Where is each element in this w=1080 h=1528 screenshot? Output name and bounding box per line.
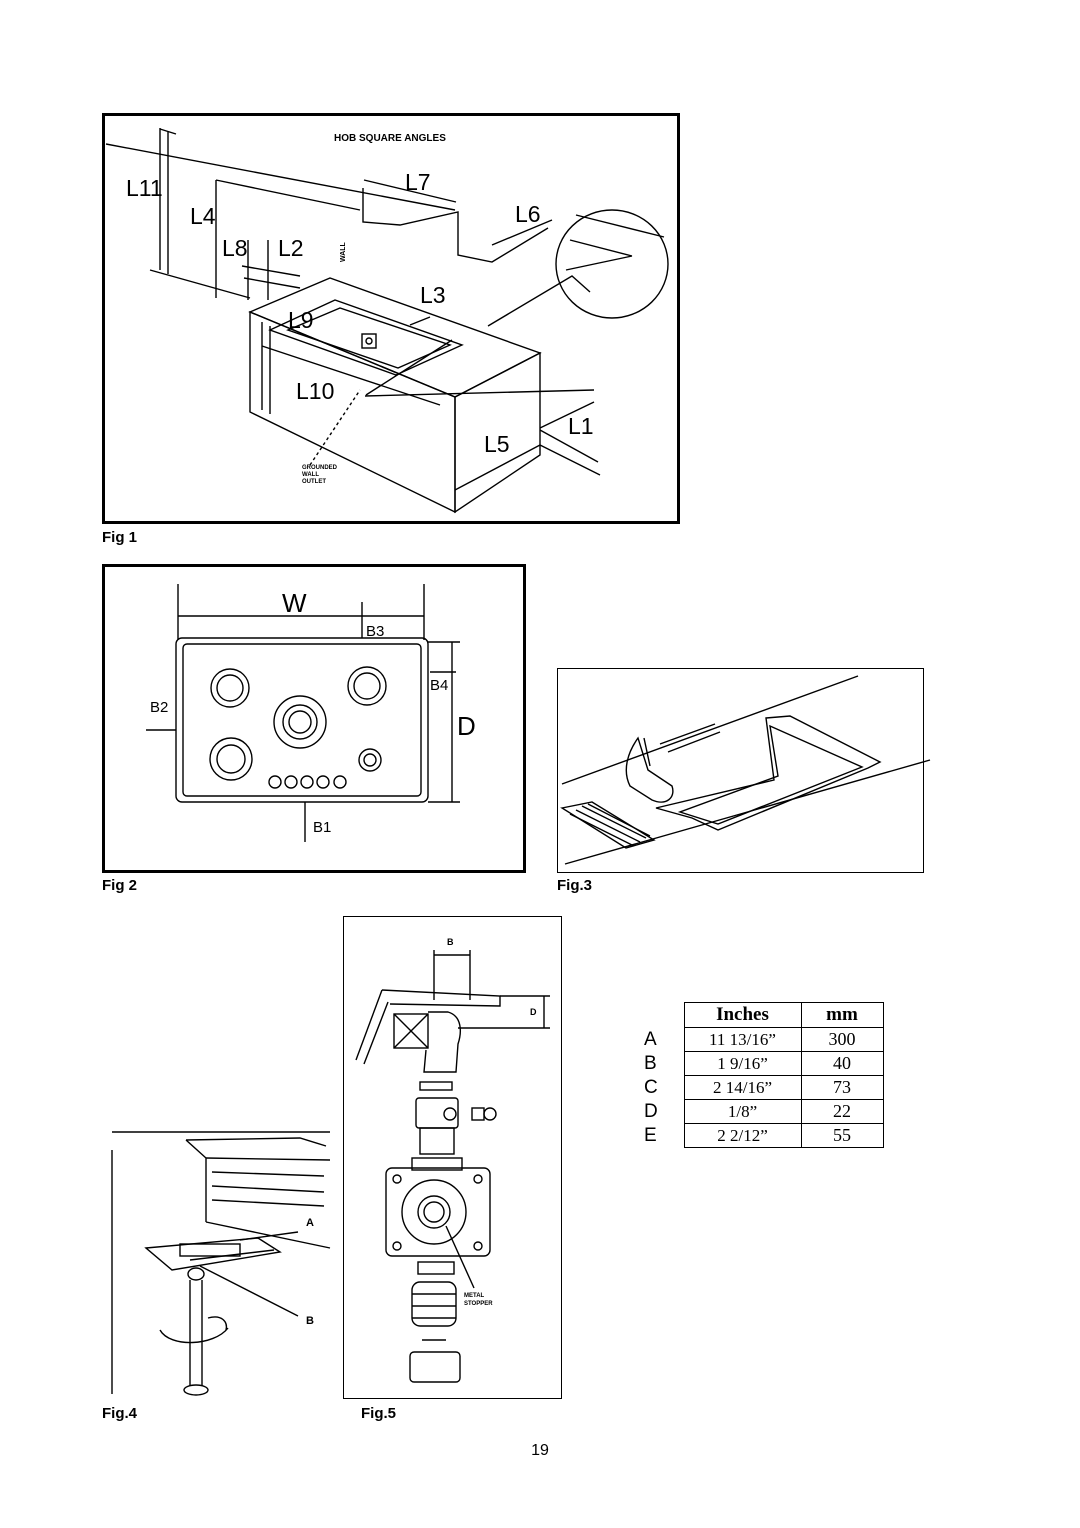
row-inches: 1 9/16” bbox=[683, 1051, 802, 1076]
table-row: B 1 9/16” 40 bbox=[638, 1051, 884, 1076]
table-row: E 2 2/12” 55 bbox=[638, 1123, 884, 1148]
fig4-caption: Fig.4 bbox=[102, 1405, 138, 1422]
fig4-label-a: A bbox=[306, 1217, 314, 1229]
row-key: B bbox=[644, 1052, 657, 1074]
table-header-row: Inches mm bbox=[638, 1002, 884, 1028]
row-inches: 1/8” bbox=[683, 1099, 802, 1124]
row-key: A bbox=[644, 1028, 657, 1050]
row-mm: 73 bbox=[800, 1075, 884, 1100]
fig5-caption: Fig.5 bbox=[361, 1405, 397, 1422]
fig1-frame bbox=[102, 113, 680, 524]
fig4-label-b: B bbox=[306, 1315, 314, 1327]
fig2-frame bbox=[102, 564, 526, 873]
row-inches: 2 14/16” bbox=[683, 1075, 802, 1100]
row-mm: 55 bbox=[800, 1123, 884, 1148]
table-header-blank bbox=[638, 1003, 684, 1028]
row-mm: 300 bbox=[800, 1027, 884, 1052]
row-key: D bbox=[644, 1100, 658, 1122]
page-number: 19 bbox=[531, 1442, 549, 1459]
fig3-caption: Fig.3 bbox=[557, 877, 593, 894]
fig1-caption: Fig 1 bbox=[102, 529, 138, 546]
row-key: E bbox=[644, 1124, 657, 1146]
fig2-caption: Fig 2 bbox=[102, 877, 138, 894]
table-row: A 11 13/16” 300 bbox=[638, 1027, 884, 1052]
row-mm: 40 bbox=[800, 1051, 884, 1076]
fig5-frame bbox=[343, 916, 562, 1399]
row-mm: 22 bbox=[800, 1099, 884, 1124]
dimension-table: Inches mm A 11 13/16” 300 B 1 9/16” 40 C… bbox=[638, 1002, 884, 1148]
row-key: C bbox=[644, 1076, 658, 1098]
table-header-inches: Inches bbox=[683, 1002, 802, 1028]
row-inches: 11 13/16” bbox=[683, 1027, 802, 1052]
row-inches: 2 2/12” bbox=[683, 1123, 802, 1148]
table-row: D 1/8” 22 bbox=[638, 1099, 884, 1124]
table-row: C 2 14/16” 73 bbox=[638, 1075, 884, 1100]
table-header-mm: mm bbox=[800, 1002, 884, 1028]
fig3-frame bbox=[557, 668, 924, 873]
